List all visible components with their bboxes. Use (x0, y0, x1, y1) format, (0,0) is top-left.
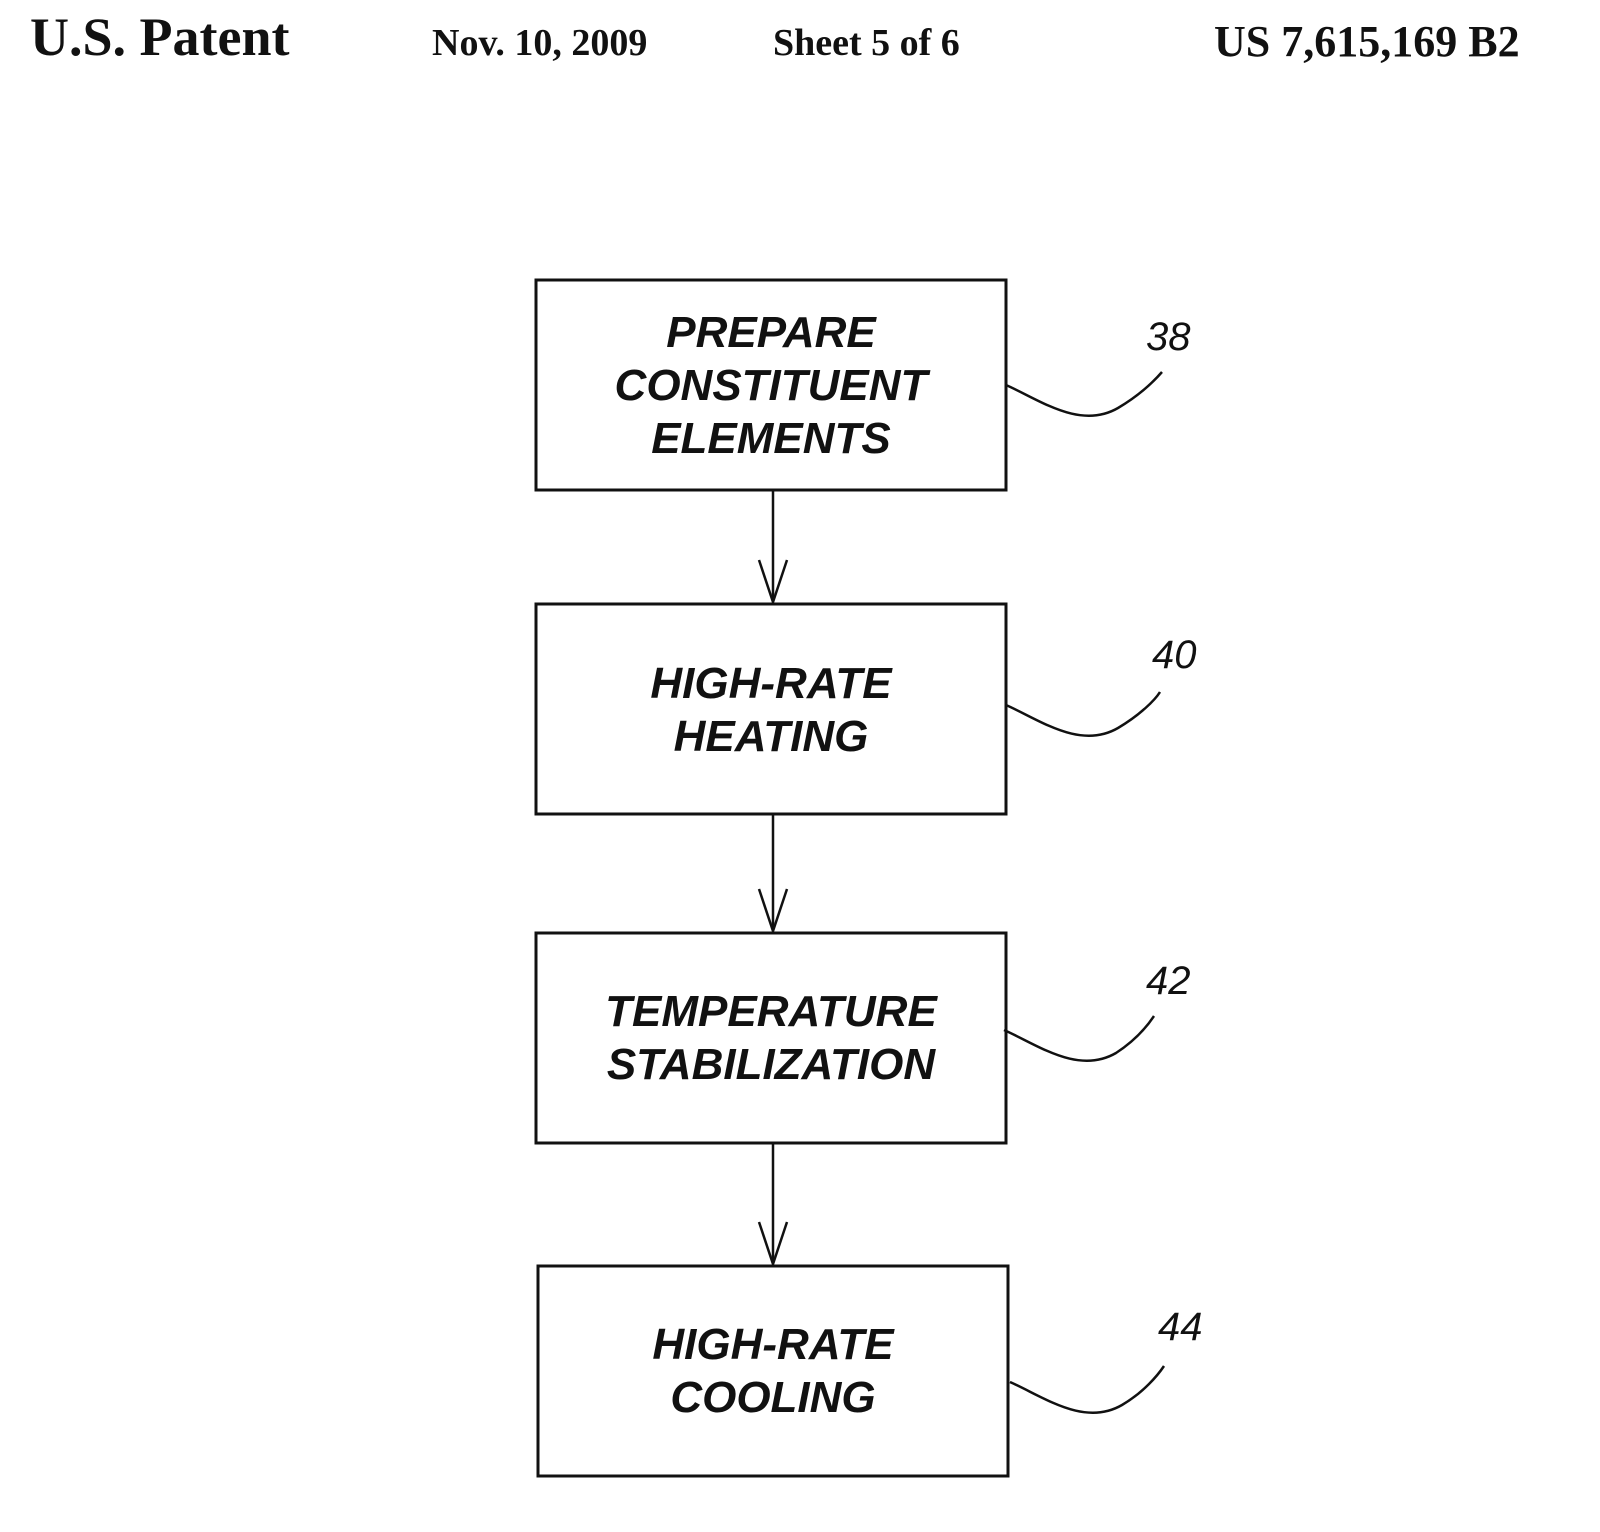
flow-arrow (757, 814, 789, 935)
step-label-line: CONSTITUENT (615, 361, 931, 410)
reference-numeral: 38 (1146, 315, 1191, 359)
step-box (534, 278, 1008, 492)
step-prepare-constituent-elements: PREPARE CONSTITUENT ELEMENTS 38 (534, 278, 1191, 492)
step-label-line: COOLING (670, 1373, 875, 1422)
reference-numeral: 40 (1152, 633, 1197, 677)
step-temperature-stabilization: TEMPERATURE STABILIZATION 42 (534, 931, 1191, 1145)
reference-numeral: 42 (1146, 959, 1191, 1003)
patent-number: US 7,615,169 B2 (1214, 17, 1520, 66)
step-label-line: ELEMENTS (651, 414, 891, 463)
patent-date: Nov. 10, 2009 (432, 22, 648, 64)
reference-leader-line (1009, 1365, 1166, 1415)
reference-numeral: 44 (1158, 1305, 1203, 1349)
step-label-line: TEMPERATURE (605, 987, 938, 1036)
step-label-line: HIGH-RATE (650, 659, 893, 708)
step-box (534, 931, 1008, 1145)
step-label-line: HIGH-RATE (652, 1320, 895, 1369)
step-label-line: HEATING (674, 712, 869, 761)
flow-arrow (757, 490, 789, 606)
flow-arrow (757, 1143, 789, 1268)
arrow-head (757, 888, 789, 935)
step-box (534, 602, 1008, 816)
sheet-number: Sheet 5 of 6 (773, 22, 960, 64)
step-high-rate-cooling: HIGH-RATE COOLING 44 (536, 1264, 1203, 1478)
step-label-line: STABILIZATION (607, 1040, 937, 1089)
reference-leader-line (1003, 1015, 1156, 1063)
step-high-rate-heating: HIGH-RATE HEATING 40 (534, 602, 1197, 816)
step-label-line: PREPARE (666, 308, 877, 357)
arrow-head (757, 1221, 789, 1268)
step-box (536, 1264, 1010, 1478)
reference-leader-line (1005, 691, 1162, 738)
patent-label: U.S. Patent (30, 7, 290, 67)
arrow-head (757, 559, 789, 606)
reference-leader-line (1005, 371, 1163, 418)
